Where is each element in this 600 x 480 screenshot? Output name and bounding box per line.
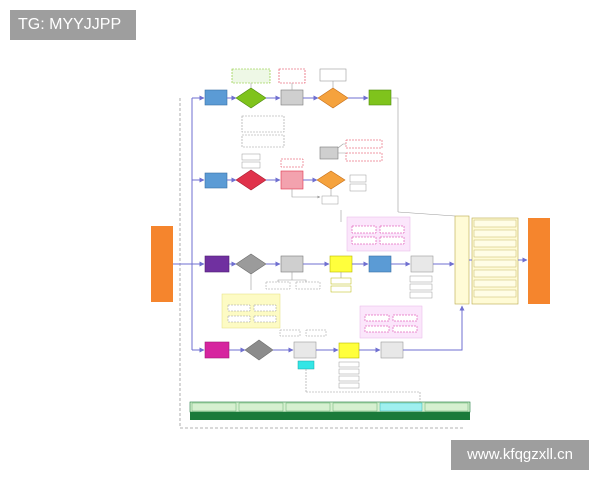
row2-loop-line [330, 143, 346, 196]
row4-sub-box-1 [279, 329, 301, 337]
row3-yellow-sub-2 [330, 285, 352, 293]
row4-gray-decision [244, 339, 274, 361]
outer-dashed-boundary [179, 98, 465, 429]
row4-sub-box-2 [305, 329, 327, 337]
row1-orange-decision [317, 87, 349, 109]
row3-yellow-group-item-3 [227, 315, 251, 323]
row3-right-sub-3 [409, 291, 433, 299]
row4-yellow-sub-2 [338, 368, 360, 375]
row1-return-line [391, 97, 399, 212]
watermark-top-left: TG: MYYJJPP [10, 10, 136, 40]
row1-note-red [278, 68, 306, 84]
row3-blue-process [368, 255, 392, 273]
source-branch-line [173, 98, 193, 350]
row3-gray-process [280, 255, 304, 273]
row4-yellow-sub-1 [338, 361, 360, 368]
row3-right-sub-1 [409, 275, 433, 283]
row3-pink-item-3 [351, 236, 377, 245]
row3-yellow-sub-1 [330, 277, 352, 285]
row3-yellow-group-item-2 [253, 304, 277, 312]
row2-bottom-box [321, 195, 339, 205]
row4-yellow-sub-4 [338, 382, 360, 389]
row3-pink-item-2 [379, 225, 405, 234]
row1-green-decision [235, 87, 267, 109]
row2-orange-decision [316, 170, 346, 190]
row2-red-note-right-2 [345, 152, 383, 162]
row1-green-end [368, 89, 392, 106]
source-orange-box [151, 226, 173, 302]
row4-to-cream-line [403, 305, 465, 351]
row2-side-box-2 [349, 183, 367, 192]
row1-gray-process [280, 89, 304, 106]
row2-note-small-1 [241, 153, 261, 161]
row3-sub-box-2 [295, 281, 321, 290]
row2-note-mid [241, 134, 285, 148]
bottom-bar-dark [190, 412, 470, 420]
row2-red-decision [235, 169, 267, 191]
right-orange-output [528, 218, 550, 304]
row3-gray-decision [235, 253, 267, 275]
row1-note-green [231, 68, 271, 84]
row4-start-box [204, 341, 230, 359]
row3-pink-item-1 [351, 225, 377, 234]
row4-pink-item-1 [364, 314, 390, 322]
row2-gray-block [319, 146, 339, 160]
row3-yellow-process [329, 255, 353, 273]
row4-yellow-sub-3 [338, 375, 360, 382]
row4-lightgray-process [380, 341, 404, 359]
row4-pink-item-2 [392, 314, 418, 322]
row2-side-box-1 [349, 174, 367, 183]
row2-start-box [204, 172, 228, 189]
row3-pink-item-4 [379, 236, 405, 245]
row4-cyan-box [297, 360, 315, 370]
row2-note-top [241, 115, 285, 133]
row1-note-gray [319, 68, 347, 82]
row2-red-note [280, 158, 304, 168]
row2-feedback-line [291, 189, 321, 199]
row1-start-box [204, 89, 228, 106]
cream-panel [454, 215, 470, 305]
row3-pink-group [346, 216, 411, 252]
row4-pink-item-3 [364, 325, 390, 333]
row3-sub-box-1 [265, 281, 291, 290]
row4-yellow-process [338, 342, 360, 359]
row4-pink-item-4 [392, 325, 418, 333]
row2-red-process [280, 170, 304, 190]
right-list-items [473, 219, 517, 298]
row3-start-box [204, 255, 230, 273]
bottom-feedback-line [306, 391, 421, 402]
row2-note-small-2 [241, 161, 261, 169]
watermark-bottom-right: www.kfqgzxll.cn [451, 440, 589, 470]
row3-right-sub-2 [409, 283, 433, 291]
row2-to-right-line [397, 211, 456, 217]
row3-sub-lines [250, 272, 342, 290]
row4-pink-group [359, 305, 423, 339]
row4-gray-process [293, 341, 317, 359]
row3-yellow-group-item-4 [253, 315, 277, 323]
bottom-bar-cells [191, 402, 469, 412]
row2-red-note-right-1 [345, 139, 383, 149]
row3-lightgray-process [410, 255, 434, 273]
row3-yellow-group-item-1 [227, 304, 251, 312]
